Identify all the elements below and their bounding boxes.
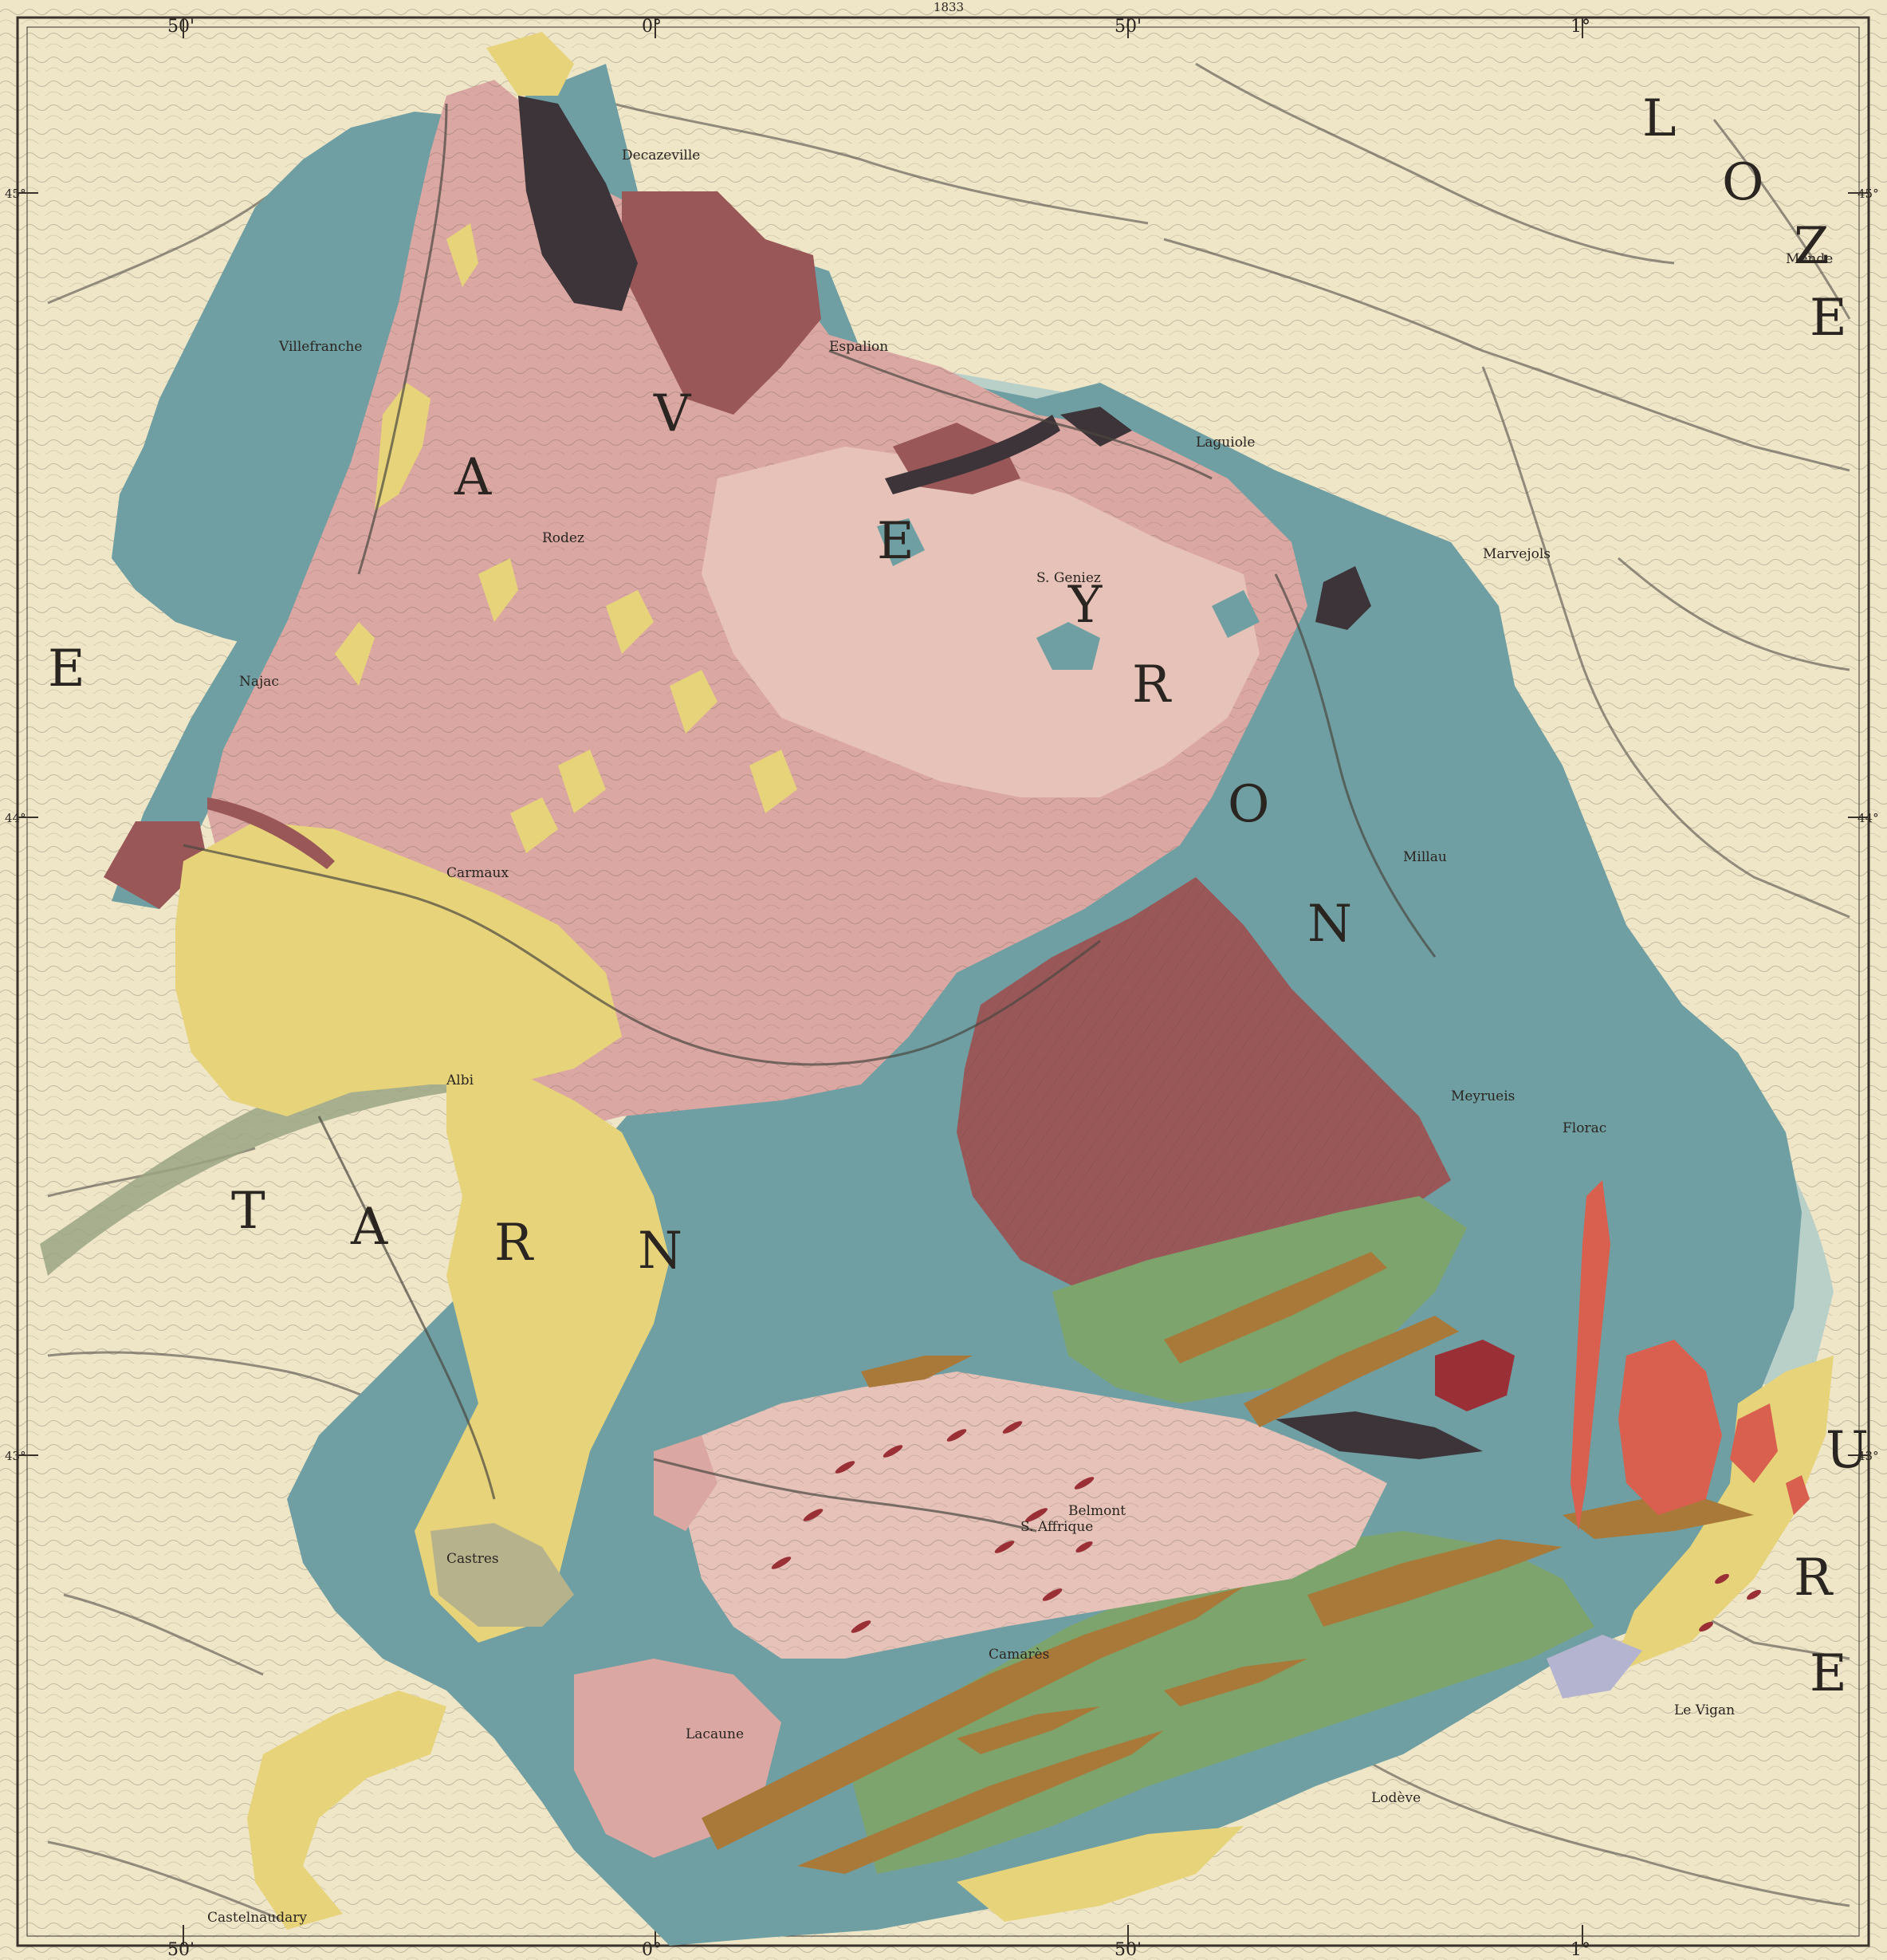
town-label: Villefranche [278,339,362,355]
coal-patch-central [1060,407,1132,447]
red-granite-intrusions [1571,1180,1810,1531]
town-label: Decazeville [622,148,700,163]
region-letter-tarn-1: A [350,1198,389,1257]
region-letter-tarn-0: T [231,1182,267,1241]
region-letter-lozere-2: Z [1794,217,1830,276]
region-letter-tarn-3: N [638,1222,684,1281]
town-label: Carmaux [446,865,509,881]
bluegrey-patch [1547,1635,1642,1698]
town-label: Albi [446,1072,474,1088]
top-margin-text: 1833 [934,0,964,14]
coal-band-south [1276,1411,1483,1459]
dark-red-permian-north [622,191,821,415]
graticule-left-2: 43° [5,1449,26,1463]
west-dark-line [207,797,335,869]
yellow-south-west [247,1690,446,1930]
graticule-top-3: 1° [1571,17,1590,37]
region-letter-aveyron-3: Y [1067,576,1103,635]
town-label: Lacaune [686,1726,744,1742]
graticule-left-1: 44° [5,811,26,825]
teal-patches [877,518,1260,670]
region-letter-tarn-2: R [494,1214,534,1273]
crimson-intrusion [1435,1340,1515,1411]
region-letter-lozere-3: E [1810,289,1849,348]
graticule-top-0: 50' [167,17,195,37]
brown-carboniferous-streaks [702,1252,1754,1874]
coal-patch-east [1315,566,1371,630]
town-label: Najac [239,674,279,690]
pink-small-patch [654,1435,717,1531]
main-rivers [183,103,1437,1533]
graticule-bottom-0: 50' [167,1940,195,1960]
graticule-top-2: 50' [1115,17,1142,37]
graticule-right-2: 43° [1858,1449,1879,1463]
town-label: Mende [1786,251,1833,267]
graticule-bottom-1: 0° [642,1940,662,1960]
town-label: Le Vigan [1674,1702,1735,1718]
town-label: S. Geniez [1036,570,1101,586]
red-dikes [771,1421,1761,1633]
town-label: Castres [446,1551,499,1567]
region-letter-aveyron-5: O [1228,775,1271,834]
coal-basin-decazeville [518,96,638,311]
town-label: Belmont [1068,1503,1126,1519]
region-letter-lozere-5: E [1810,1644,1849,1703]
region-letter-aveyron-1: V [653,384,692,443]
map-inner-border [26,26,1860,1937]
town-label: S. Affrique [1020,1519,1093,1535]
castres-alluvium [430,1523,574,1627]
permian-hatching [957,877,1451,1292]
town-label: Rodez [542,530,584,546]
region-letter-lozere-4: R [1794,1549,1834,1608]
region-letter-aveyron-4: R [1132,655,1172,714]
graticule-bottom-3: 1° [1571,1940,1590,1960]
graticule-bottom-2: 50' [1115,1940,1142,1960]
town-label: Lodève [1371,1790,1421,1806]
region-letter-aveyron-2: E [877,512,916,571]
yellow-south [957,1826,1244,1922]
graticule-top-1: 0° [642,17,662,37]
edge-letter-right: U [1826,1421,1870,1480]
yellow-scattered-patches [335,223,797,853]
region-letter-aveyron-0: A [454,448,493,507]
map-border [16,16,1870,1947]
region-letter-lozere-0: L [1642,89,1678,148]
town-label: Millau [1403,849,1447,865]
yellow-tertiary-west [175,821,622,1116]
town-label: Laguiole [1196,435,1255,451]
town-label: Camarès [989,1647,1049,1663]
town-label: Marvejols [1483,546,1551,562]
region-letter-lozere-1: O [1722,153,1765,212]
edge-letter-left: E [48,640,87,699]
yellow-tertiary-band [415,1069,670,1643]
town-label: Florac [1563,1120,1606,1136]
region-letter-aveyron-6: N [1307,895,1354,954]
graticule-right-1: 44° [1858,811,1879,825]
town-label: Espalion [829,339,888,355]
yellow-north-tip [486,32,574,96]
town-label: Castelnaudary [207,1910,307,1926]
dark-band-marcillac [885,415,1060,494]
town-label: Meyrueis [1451,1088,1515,1104]
graticule-right-0: 45° [1858,187,1879,201]
graticule-left-0: 45° [5,187,26,201]
light-pink-area [702,447,1260,797]
